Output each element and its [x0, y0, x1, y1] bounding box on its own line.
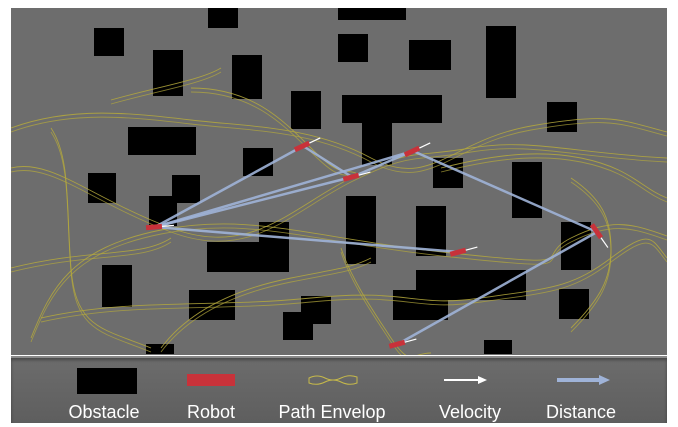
- robot: [403, 142, 431, 158]
- obstacle: [128, 127, 196, 155]
- path-envelop: [340, 247, 432, 355]
- legend-label-robot: Robot: [186, 402, 236, 422]
- robot: [589, 223, 609, 248]
- robot: [293, 137, 321, 153]
- obstacle: [207, 242, 287, 272]
- robot-body: [449, 247, 467, 257]
- robot: [449, 246, 478, 257]
- path-envelop: [11, 237, 172, 269]
- path-envelop: [40, 242, 667, 323]
- obstacle: [338, 34, 368, 62]
- robot-body: [342, 172, 360, 182]
- legend-label-path-envelop: Path Envelop: [278, 402, 386, 422]
- robot: [388, 338, 417, 349]
- velocity-arrow: [404, 338, 417, 343]
- legend-label-velocity: Velocity: [438, 402, 502, 422]
- distance-arrow-icon: [557, 375, 610, 385]
- obstacle: [409, 40, 451, 70]
- distance-line: [397, 230, 598, 346]
- path-envelop: [11, 112, 667, 169]
- path-envelop: [50, 131, 152, 353]
- path-envelop: [11, 148, 667, 242]
- obstacle: [561, 222, 591, 270]
- robot-swatch: [187, 374, 235, 386]
- path-envelop: [50, 127, 152, 349]
- path-envelop: [440, 153, 667, 199]
- obstacle: [338, 8, 406, 20]
- obstacle-swatch: [77, 368, 137, 394]
- path-envelop: [11, 241, 172, 273]
- velocity-arrow: [309, 137, 321, 144]
- velocity-arrow: [465, 246, 478, 251]
- path-envelop: [570, 181, 612, 333]
- robot: [145, 223, 174, 231]
- distance-line: [154, 144, 304, 229]
- obstacle: [512, 162, 542, 218]
- obstacle: [94, 28, 124, 56]
- map-canvas: [11, 8, 667, 355]
- robot-body: [388, 339, 406, 349]
- robot-body: [589, 223, 604, 240]
- legend-label-obstacle: Obstacle: [68, 402, 140, 422]
- obstacle: [102, 265, 132, 307]
- path-envelop: [40, 238, 667, 319]
- velocity-arrow-icon: [444, 376, 487, 384]
- path-envelop: [190, 87, 357, 174]
- path-envelop: [160, 257, 372, 349]
- velocity-arrow: [600, 237, 609, 248]
- obstacle: [346, 196, 376, 264]
- velocity-arrow: [161, 224, 174, 227]
- obstacle: [362, 95, 392, 165]
- robot: [342, 171, 371, 182]
- path-envelop: [160, 261, 372, 353]
- obstacle: [88, 173, 116, 203]
- velocity-arrow: [419, 142, 431, 149]
- legend-panel: Obstacle Robot Path Envelop Velocity Dis…: [11, 356, 667, 423]
- path-envelop: [340, 251, 402, 355]
- path-envelop: [11, 116, 667, 173]
- velocity-arrow: [358, 171, 371, 176]
- distance-line: [351, 149, 414, 179]
- distance-line: [154, 225, 460, 254]
- distance-line: [412, 149, 598, 234]
- obstacle: [208, 8, 238, 28]
- path-envelop: [110, 67, 222, 101]
- obstacle: [547, 102, 577, 132]
- obstacle: [283, 312, 313, 340]
- legend-label-distance: Distance: [545, 402, 617, 422]
- distance-line: [154, 149, 414, 229]
- obstacle: [291, 91, 321, 129]
- obstacle: [232, 55, 262, 99]
- robot-body: [145, 223, 163, 231]
- map-area: [11, 8, 667, 355]
- obstacle: [559, 289, 589, 319]
- obstacle: [146, 344, 174, 354]
- path-envelop-icon: [308, 375, 358, 385]
- distance-line: [154, 175, 353, 229]
- obstacle: [486, 26, 516, 98]
- path-envelop: [440, 157, 667, 203]
- path-envelop: [110, 71, 222, 105]
- robot-body: [293, 140, 311, 153]
- distance-line: [302, 144, 353, 179]
- robot-body: [403, 145, 421, 158]
- obstacle: [484, 340, 512, 354]
